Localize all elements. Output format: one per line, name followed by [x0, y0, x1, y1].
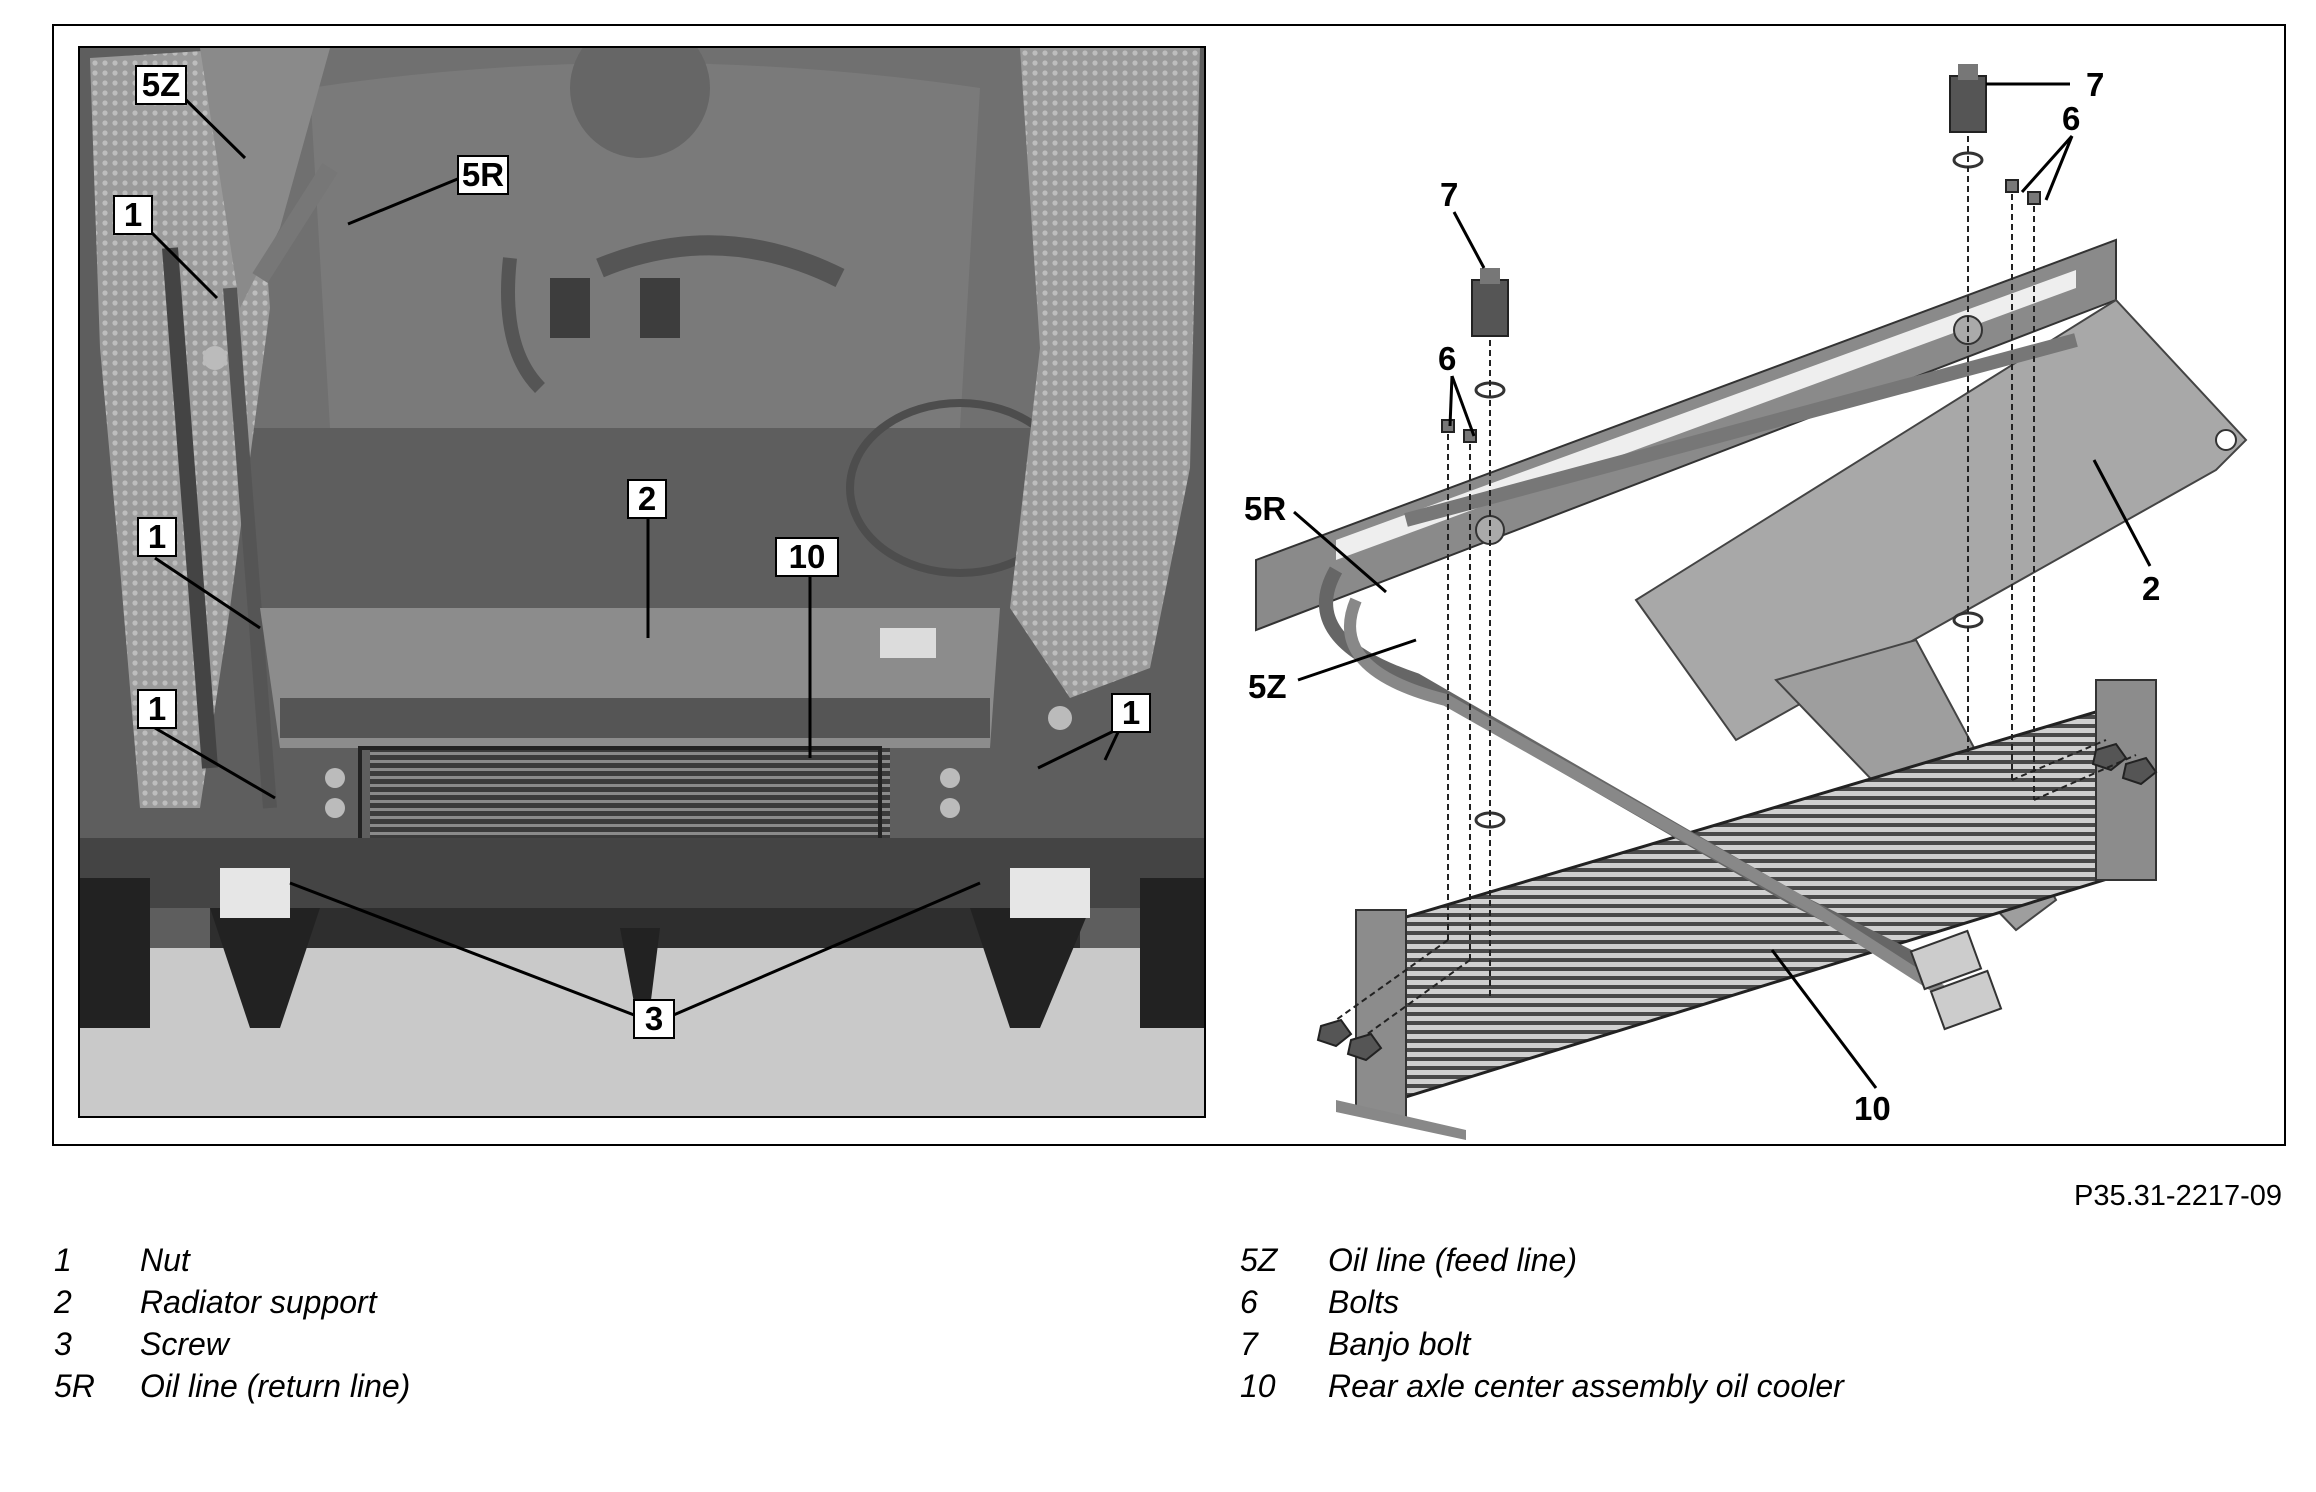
legend-number: 1 [54, 1242, 72, 1278]
drawing-callout-7-right: 7 [2086, 66, 2104, 103]
legend-item: 7 Banjo bolt [1240, 1326, 1844, 1368]
legend-left-column: 1 Nut 2 Radiator support 3 Screw 5R Oil line… [54, 1242, 410, 1410]
drawing-callout-5r: 5R [1244, 490, 1286, 527]
drawing-illustration: 7 6 7 6 5R 5Z 2 10 [1244, 64, 2248, 1140]
photo-callouts: 5Z 5R 1 1 1 1 2 10 3 [113, 65, 1151, 1039]
drawing-callout-7-left: 7 [1440, 176, 1458, 213]
legend-number: 2 [54, 1284, 72, 1320]
photo-callout-1-lower-right: 1 [1122, 694, 1140, 731]
photo-callout-1-lower-left: 1 [148, 690, 166, 727]
legend-item: 6 Bolts [1240, 1284, 1844, 1326]
legend-number: 7 [1240, 1326, 1258, 1362]
photo-callout-2: 2 [638, 480, 656, 517]
drawing-callout-5z: 5Z [1248, 668, 1287, 705]
legend-text: Rear axle center assembly oil cooler [1328, 1368, 1844, 1404]
legend-number: 3 [54, 1326, 72, 1362]
legend-text: Oil line (return line) [140, 1368, 411, 1404]
photo-callout-10: 10 [789, 538, 826, 575]
drawing-callout-2: 2 [2142, 570, 2160, 607]
figure-reference-code: P35.31-2217-09 [2074, 1180, 2282, 1212]
photo-callout-3: 3 [645, 1000, 663, 1037]
legend-item: 1 Nut [54, 1242, 410, 1284]
drawing-callouts: 7 6 7 6 5R 5Z 2 10 [1244, 66, 2160, 1127]
legend-text: Nut [140, 1242, 190, 1278]
photo-callout-1-middle: 1 [148, 518, 166, 555]
photo-callout-1-upper: 1 [124, 196, 142, 233]
photo-illustration: 5Z 5R 1 1 1 1 2 10 3 [80, 48, 1204, 1116]
legend-text: Oil line (feed line) [1328, 1242, 1577, 1278]
legend-number: 10 [1240, 1368, 1276, 1404]
legend-text: Bolts [1328, 1284, 1400, 1320]
photo-callout-5z: 5Z [142, 66, 181, 103]
legend-number: 5Z [1240, 1242, 1278, 1278]
legend-item: 2 Radiator support [54, 1284, 410, 1326]
photo-callout-5r: 5R [462, 156, 504, 193]
photo-leader-lines [140, 90, 1122, 1025]
legend-item: 10 Rear axle center assembly oil cooler [1240, 1368, 1844, 1410]
legend-text: Banjo bolt [1328, 1326, 1471, 1362]
drawing-callout-10: 10 [1854, 1090, 1891, 1127]
legend-text: Screw [140, 1326, 229, 1362]
legend-item: 5R Oil line (return line) [54, 1368, 410, 1410]
legend-item: 5Z Oil line (feed line) [1240, 1242, 1844, 1284]
legend-number: 6 [1240, 1284, 1258, 1320]
drawing-callout-6-left: 6 [1438, 340, 1456, 377]
legend-item: 3 Screw [54, 1326, 410, 1368]
installation-photo: 5Z 5R 1 1 1 1 2 10 3 [78, 46, 1206, 1118]
drawing-leader-lines [1293, 82, 2152, 1089]
legend-right-column: 5Z Oil line (feed line) 6 Bolts 7 Banjo bol… [1240, 1242, 1844, 1410]
legend-text: Radiator support [140, 1284, 377, 1320]
legend-number: 5R [54, 1368, 95, 1404]
exploded-view-drawing: 7 6 7 6 5R 5Z 2 10 [1216, 40, 2284, 1144]
drawing-callout-6-right: 6 [2062, 100, 2080, 137]
